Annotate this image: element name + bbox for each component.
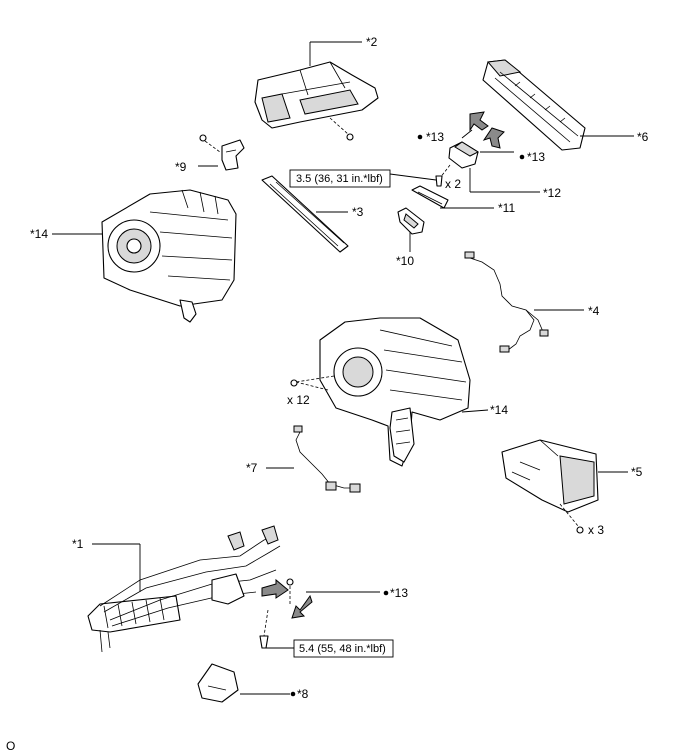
torque-value-1: 3.5 (36, 31 in.*lbf): [296, 173, 383, 185]
callout-12: *12: [543, 186, 561, 200]
torque-box-2: [293, 639, 394, 658]
callout-13-top-left: *13: [426, 130, 444, 144]
quantity-x2: x 2: [445, 177, 461, 191]
callout-9: *9: [175, 160, 187, 174]
filter-element-part-3: [261, 175, 349, 253]
callout-10: *10: [396, 254, 414, 268]
callout-5: *5: [631, 465, 643, 479]
wire-harness-part-7: [293, 425, 361, 493]
air-duct-part-2: [254, 61, 379, 141]
callout-14-left: *14: [30, 227, 48, 241]
wire-harness-part-4: [464, 251, 549, 353]
callout-13-bottom: *13: [390, 586, 408, 600]
heater-core-part-1: [87, 525, 281, 653]
callout-8: *8: [297, 687, 309, 701]
callout-3: *3: [352, 205, 364, 219]
clip-part-10: [397, 207, 425, 235]
callout-11: *11: [498, 201, 515, 215]
direction-arrows-bottom: [259, 578, 313, 649]
leader-lines: [52, 41, 634, 695]
bracket-part-9: [199, 134, 245, 171]
callout-2: *2: [366, 35, 378, 49]
quantity-x12: x 12: [287, 393, 310, 407]
callout-13-top-right: *13: [527, 150, 545, 164]
quantity-x3: x 3: [588, 523, 604, 537]
callout-7: *7: [246, 461, 258, 475]
footer-code: O: [6, 739, 15, 753]
callout-1: *1: [72, 537, 84, 551]
bullet-markers: [290, 134, 525, 697]
torque-value-2: 5.4 (55, 48 in.*lbf): [299, 643, 386, 655]
torque-box-1: [289, 169, 391, 188]
duct-part-5: [501, 439, 599, 534]
callout-4: *4: [588, 304, 600, 318]
seal-part-11: [411, 185, 449, 209]
blower-unit-part-14-left: [101, 189, 237, 323]
hvac-case-part-14-center: [290, 317, 471, 467]
callout-14-center: *14: [490, 403, 508, 417]
damper-part-12: [435, 111, 505, 187]
filter-housing-part-6: [482, 59, 586, 151]
callout-6: *6: [637, 130, 649, 144]
pad-part-8: [197, 663, 239, 703]
